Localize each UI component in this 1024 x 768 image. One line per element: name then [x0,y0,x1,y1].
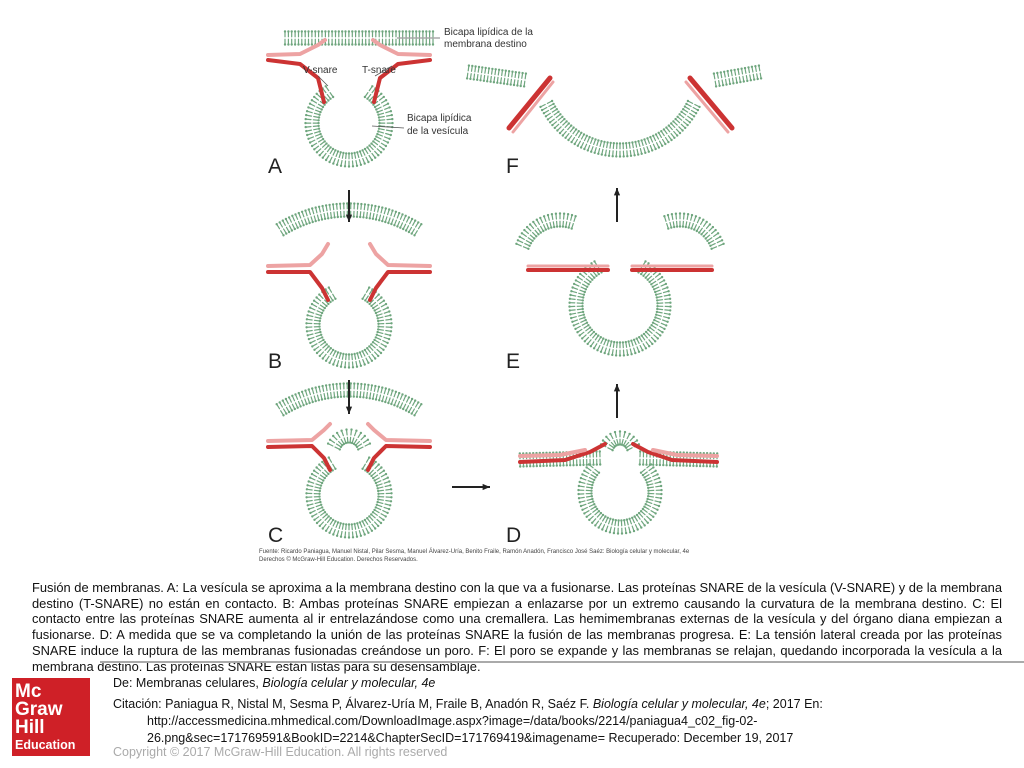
citation-url-line2[interactable]: 26.png&sec=171769591&BookID=2214&Chapter… [147,731,794,745]
panel-f-snares [506,75,735,134]
label-vesicle-bilayer-line1: Bicapa lipídica [407,113,472,124]
logo-line-graw: Graw [15,699,63,720]
figure-source-line2: Derechos © McGraw-Hill Education. Derech… [259,556,418,563]
panel-b-snares [266,242,432,302]
panel-b-drawing [275,202,423,369]
figure-source-line1: Fuente: Ricardo Paniagua, Manuel Nistal,… [259,548,690,555]
panel-f-drawing [465,64,763,158]
arrow-c-to-d [452,483,490,491]
panel-d-snares [518,442,719,464]
snare-proteins [266,38,735,472]
logo-line-hill: Hill [15,717,45,738]
logo-line-education: Education [15,738,76,752]
mcgraw-hill-logo: Mc Graw Hill Education [12,678,90,756]
panel-d-drawing [518,430,719,535]
leader-vesicle-bilayer [371,125,405,129]
copyright-notice: Copyright © 2017 McGraw-Hill Education. … [113,745,448,759]
panel-c-snares [266,422,432,472]
panel-letter-c: C [268,524,283,547]
arrow-a-to-b [345,190,353,222]
leader-v-snare [317,75,329,87]
panel-letter-a: A [268,155,282,178]
label-target-bilayer-line2: membrana destino [444,39,527,50]
arrow-e-to-f [613,188,621,222]
panel-letter-e: E [506,350,520,373]
divider [100,661,1024,663]
panel-letter-f: F [506,155,519,178]
panel-e-snares [526,264,714,272]
label-v-snare: V-snare [303,65,338,76]
citation-text: Citación: Paniagua R, Nistal M, Sesma P,… [113,697,823,711]
panel-a-snares [266,38,432,104]
citation-block: De: Membranas celulares, Biología celula… [113,676,1013,748]
logo-line-mc: Mc [15,681,42,702]
label-t-snare: T-snare [362,65,396,76]
step-arrows [345,188,621,491]
label-vesicle-bilayer-line2: de la vesícula [407,126,469,137]
panel-c-drawing [275,382,423,539]
arrow-b-to-c [345,380,353,414]
label-target-bilayer-line1: Bicapa lipídica de la [444,27,533,38]
citation-url-line1[interactable]: http://accessmedicina.mhmedical.com/Down… [147,714,758,728]
arrow-d-to-e [613,384,621,418]
panel-letter-d: D [506,524,521,547]
membrane-drawings [275,30,763,539]
panel-e-drawing [515,212,725,357]
membrane-fusion-figure: Bicapa lipídica de la membrana destino V… [259,27,763,563]
panel-letter-b: B [268,350,282,373]
citation-from: De: Membranas celulares, Biología celula… [113,676,436,690]
leader-t-snare [374,65,393,77]
